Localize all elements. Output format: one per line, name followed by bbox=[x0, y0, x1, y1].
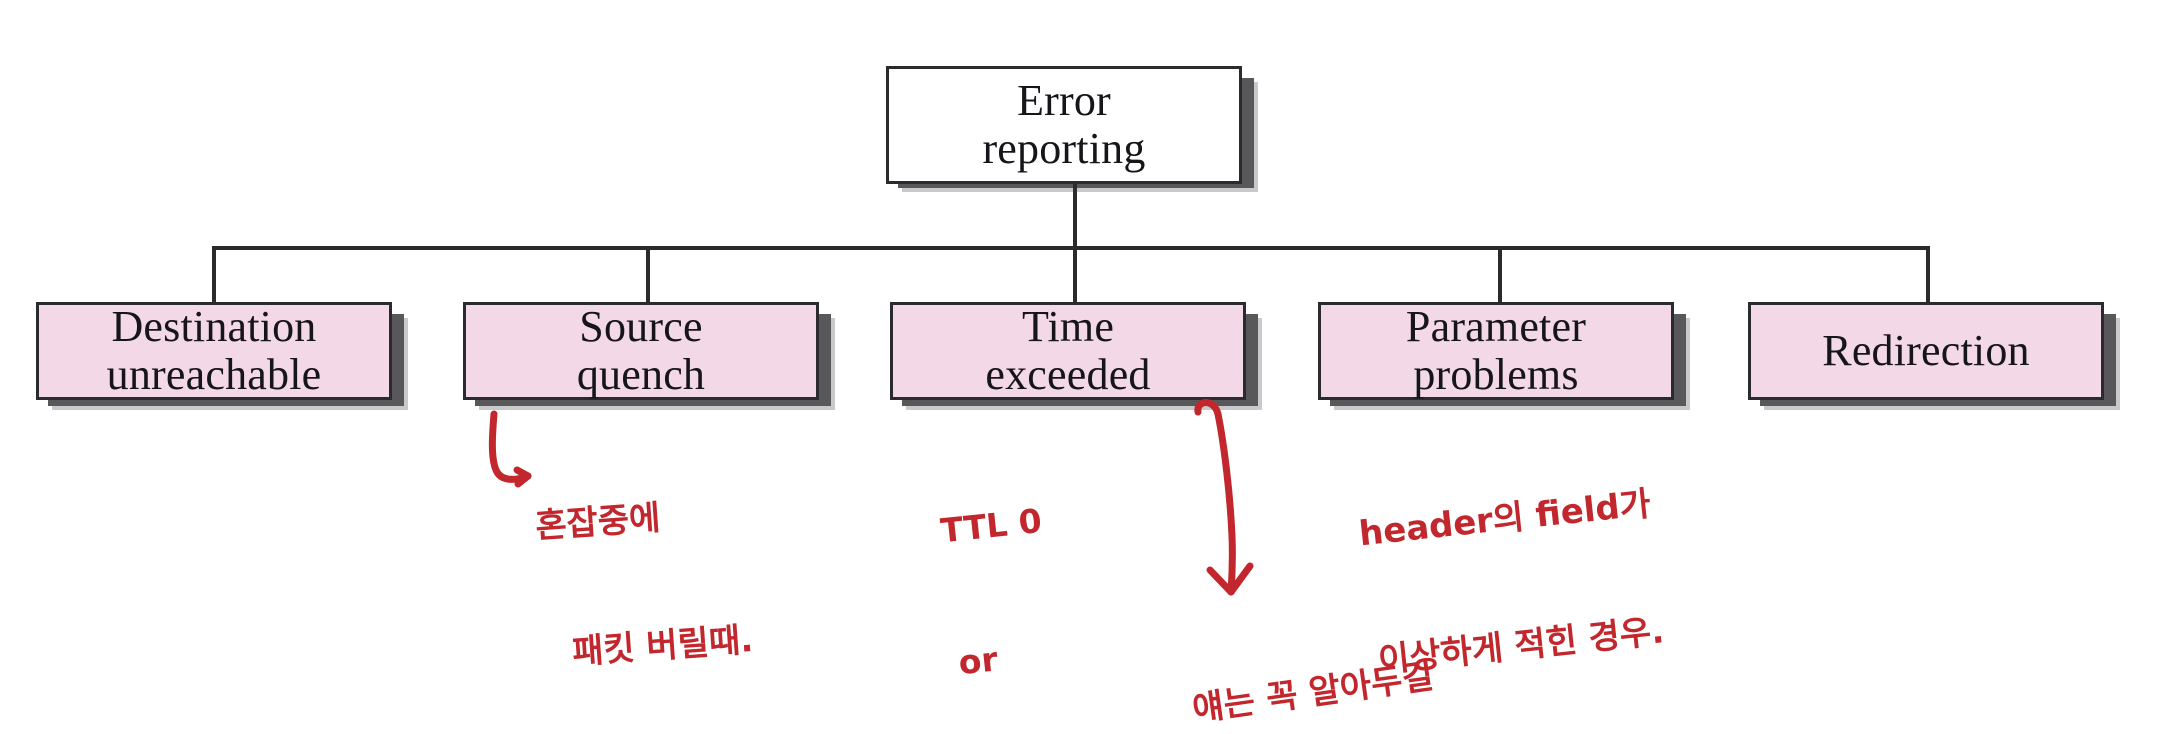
node-source-quench[interactable]: Source quench bbox=[463, 302, 819, 400]
ink-curved-arrow-time-exceeded bbox=[1194, 399, 1254, 596]
annotation-parameter-problems-line-2: 이상하게 적힌 경우. bbox=[1376, 611, 1666, 682]
annotation-source-quench-line-2: 패킷 버릴때. bbox=[570, 620, 755, 673]
annotation-time-exceeded-emphasis: 얘는 꼭 알아두길 bbox=[1178, 570, 1448, 734]
annotation-source-quench-line-1: 혼잡중에 bbox=[534, 497, 662, 547]
connector-drop-time-exceeded bbox=[1073, 246, 1077, 304]
connector-drop-redirection bbox=[1926, 246, 1930, 304]
annotation-time-exceeded-line-1: TTL 0 bbox=[938, 501, 1044, 551]
annotation-parameter-problems: header의 field가 이상하게 적힌 경우. bbox=[1348, 397, 1675, 734]
connector-horizontal-bus bbox=[214, 246, 1930, 250]
connector-root-stem bbox=[1073, 184, 1077, 250]
connector-drop-source-quench bbox=[646, 246, 650, 304]
node-time-exceeded[interactable]: Time exceeded bbox=[890, 302, 1246, 400]
node-parameter-problems[interactable]: Parameter problems bbox=[1318, 302, 1674, 400]
annotation-time-exceeded-line-3: fragmented protocol bbox=[974, 730, 1361, 734]
connector-drop-destination-unreachable bbox=[212, 246, 216, 304]
annotation-time-exceeded: TTL 0 or fragmented protocol 도착 안된 경우. bbox=[930, 387, 1383, 734]
node-destination-unreachable[interactable]: Destination unreachable bbox=[36, 302, 392, 400]
node-redirection[interactable]: Redirection bbox=[1748, 302, 2104, 400]
connector-drop-parameter-problems bbox=[1498, 246, 1502, 304]
annotation-time-exceeded-line-2: or bbox=[956, 639, 1000, 683]
annotation-time-exceeded-emphasis-line-1: 얘는 꼭 알아두길 bbox=[1190, 656, 1436, 730]
annotation-source-quench: 혼잡중에 패킷 버릴때. source에게 알려줌. bbox=[528, 397, 887, 734]
node-error-reporting[interactable]: Error reporting bbox=[886, 66, 1242, 184]
ink-hook-arrow-source-quench bbox=[488, 410, 532, 488]
annotation-parameter-problems-line-1: header의 field가 bbox=[1357, 483, 1653, 554]
